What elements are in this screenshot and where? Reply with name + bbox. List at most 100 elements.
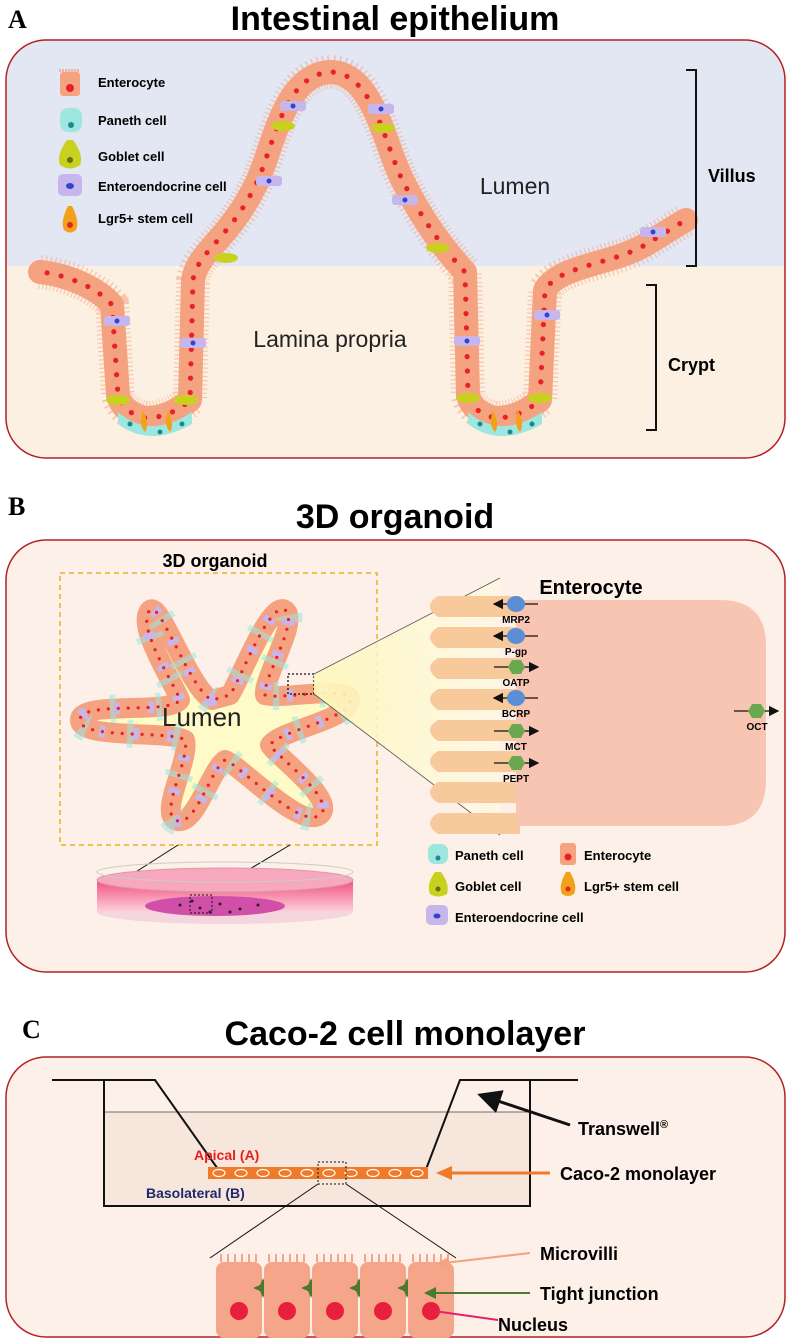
nucleus-dot bbox=[677, 221, 683, 227]
nucleus-dot bbox=[540, 321, 547, 328]
transporter-bcrp: BCRP bbox=[492, 690, 538, 720]
nucleus-dot bbox=[268, 617, 272, 621]
transporter-label-pgp: P-gp bbox=[505, 647, 527, 658]
nucleus-dot bbox=[330, 69, 336, 75]
nucleus-dot bbox=[211, 774, 215, 778]
nucleus-dot bbox=[397, 173, 403, 179]
nucleus-dot bbox=[166, 703, 170, 708]
microvilli-pointer-head bbox=[436, 1257, 449, 1269]
nucleus-dot bbox=[160, 619, 164, 623]
zoom-line-bottom bbox=[313, 693, 501, 836]
panel-c-letter: C bbox=[22, 1015, 41, 1044]
nucleus-dot bbox=[273, 694, 277, 698]
nucleus-dot bbox=[202, 792, 206, 796]
nucleus-dot bbox=[364, 93, 370, 100]
nucleus-dot bbox=[130, 732, 134, 736]
nucleus-dot bbox=[170, 636, 174, 640]
nucleus-dot bbox=[240, 205, 246, 211]
nucleus-dot bbox=[306, 724, 310, 728]
nucleus-dot bbox=[254, 781, 258, 786]
nucleus-dot bbox=[247, 775, 251, 779]
nucleus-dot bbox=[270, 741, 274, 745]
nucleus-label: Nucleus bbox=[498, 1315, 568, 1335]
apical-label: Apical (A) bbox=[194, 1147, 259, 1163]
nucleus-dot bbox=[540, 336, 546, 342]
transporter-oatp: OATP bbox=[494, 660, 540, 689]
nucleus-pointer bbox=[433, 1310, 499, 1321]
nucleus-dot bbox=[344, 73, 350, 79]
tight-junction-label: Tight junction bbox=[540, 1284, 659, 1304]
nucleus-dot bbox=[387, 146, 393, 152]
nucleus-dot bbox=[547, 280, 554, 286]
transporter-label-oatp: OATP bbox=[502, 678, 529, 689]
nucleus-dot bbox=[112, 343, 118, 349]
crypt-label: Crypt bbox=[668, 355, 715, 375]
crypt-base-right bbox=[468, 410, 542, 436]
nucleus-dot bbox=[222, 758, 227, 762]
villus-bracket bbox=[686, 69, 697, 267]
panel-b-legend: Paneth cell Enterocyte Goblet cell Lgr5+… bbox=[426, 843, 679, 925]
nucleus-dot bbox=[301, 776, 305, 780]
nucleus-dot bbox=[156, 705, 160, 709]
nucleus-dot bbox=[113, 357, 119, 363]
crypt-base-left bbox=[118, 410, 192, 436]
nucleus-dot bbox=[169, 409, 176, 415]
goblet-cell-icon bbox=[428, 872, 448, 897]
magnified-cell bbox=[408, 1262, 454, 1338]
magnified-cell bbox=[312, 1262, 358, 1338]
enterocyte-microvilli bbox=[430, 596, 520, 834]
nucleus-dot bbox=[165, 627, 169, 631]
nucleus-dot bbox=[288, 731, 292, 735]
lumen-label-a: Lumen bbox=[480, 173, 550, 199]
monolayer-cell bbox=[410, 1168, 424, 1178]
nucleus-dot bbox=[85, 283, 91, 290]
nucleus-dot bbox=[216, 766, 220, 770]
nucleus-dot bbox=[316, 721, 320, 725]
paneth-cell-icon bbox=[60, 108, 82, 132]
transporter-label-mrp2: MRP2 bbox=[502, 615, 530, 626]
nucleus-dot bbox=[160, 733, 164, 738]
microvilli-pointer bbox=[443, 1252, 531, 1264]
tight-junction-star bbox=[349, 1278, 369, 1298]
nucleus-dot bbox=[206, 783, 210, 787]
nucleus-dot bbox=[174, 783, 178, 787]
nucleus-dot bbox=[175, 819, 180, 823]
tight-junction-pointer-head bbox=[424, 1287, 436, 1299]
nucleus-dot bbox=[244, 661, 248, 665]
legend-a-label-3: Enteroendocrine cell bbox=[98, 179, 227, 194]
nucleus-dot bbox=[295, 810, 299, 815]
enteroendocrine-cell-icon bbox=[426, 905, 448, 925]
nucleus-dot bbox=[465, 382, 471, 388]
nucleus-dot bbox=[177, 773, 181, 777]
magnified-cell bbox=[216, 1262, 262, 1338]
nucleus-dot bbox=[187, 389, 193, 396]
nucleus-dot bbox=[316, 71, 322, 77]
nucleus-dot bbox=[188, 346, 194, 352]
nucleus-dot bbox=[253, 643, 257, 647]
nucleus-dot bbox=[262, 625, 266, 630]
monolayer-cell bbox=[212, 1168, 226, 1178]
nucleus-dot bbox=[169, 802, 173, 806]
panel-b-letter: B bbox=[8, 492, 25, 521]
nucleus-dot bbox=[180, 736, 184, 741]
transporter-oct: OCT bbox=[734, 704, 780, 733]
nucleus-dot bbox=[314, 815, 318, 819]
nucleus-dot bbox=[259, 166, 265, 173]
nucleus-dot bbox=[58, 273, 64, 279]
cell-nucleus bbox=[278, 1302, 296, 1320]
transwell-insert-left bbox=[52, 1079, 221, 1173]
nucleus-dot bbox=[175, 692, 180, 696]
tight-junction-star bbox=[301, 1278, 321, 1298]
nucleus-dot bbox=[664, 228, 671, 234]
nucleus-dot bbox=[529, 403, 535, 410]
monolayer-label: Caco-2 monolayer bbox=[560, 1164, 716, 1184]
nucleus-dot bbox=[235, 679, 240, 683]
nucleus-dot bbox=[174, 645, 178, 649]
nucleus-dot bbox=[248, 652, 252, 656]
legend-b-label-1: Enterocyte bbox=[584, 848, 651, 863]
microvilli-label: Microvilli bbox=[540, 1244, 618, 1264]
nucleus-dot bbox=[115, 386, 121, 392]
nucleus-dot bbox=[392, 159, 398, 166]
nucleus-dot bbox=[231, 763, 235, 767]
lumen-label-b: Lumen bbox=[162, 702, 242, 732]
